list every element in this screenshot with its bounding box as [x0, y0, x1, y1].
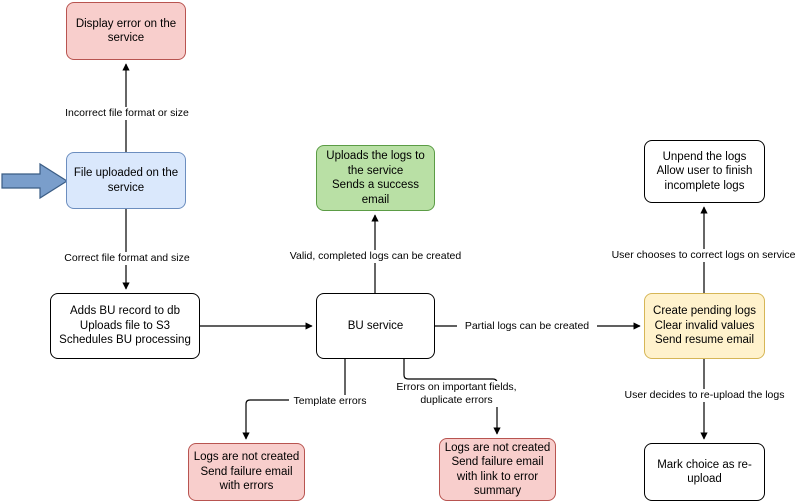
edge-label-user-chooses-correct: User chooses to correct logs on service [606, 249, 801, 262]
edge-label-correct-file-format: Correct file format and size [52, 252, 202, 265]
node-mark-choice-as-reupload[interactable]: Mark choice as re- upload [644, 443, 765, 501]
node-logs-not-created-summary[interactable]: Logs are not created Send failure email … [439, 438, 556, 501]
edge-label-incorrect-file-format: Incorrect file format or size [52, 107, 202, 120]
node-create-pending-logs[interactable]: Create pending logs Clear invalid values… [644, 293, 765, 359]
entry-arrow-icon [1, 162, 69, 200]
edge-label-valid-completed-logs: Valid, completed logs can be created [283, 250, 468, 263]
node-unpend-the-logs[interactable]: Unpend the logs Allow user to finish inc… [644, 140, 765, 203]
node-display-error[interactable]: Display error on the service [66, 2, 186, 60]
edge-label-partial-logs: Partial logs can be created [457, 320, 597, 333]
node-file-uploaded-on-service[interactable]: File uploaded on the service [66, 152, 186, 209]
node-bu-service[interactable]: BU service [316, 293, 435, 359]
edge-label-template-errors: Template errors [289, 395, 371, 408]
node-uploads-logs-to-service[interactable]: Uploads the logs to the service Sends a … [316, 145, 435, 211]
edge-label-errors-important-fields: Errors on important fields, duplicate er… [390, 381, 523, 407]
node-adds-bu-record-to-db[interactable]: Adds BU record to db Uploads file to S3 … [50, 293, 200, 359]
edge-label-user-decides-reupload: User decides to re-upload the logs [615, 389, 794, 402]
node-logs-not-created-errors[interactable]: Logs are not created Send failure email … [188, 443, 305, 501]
